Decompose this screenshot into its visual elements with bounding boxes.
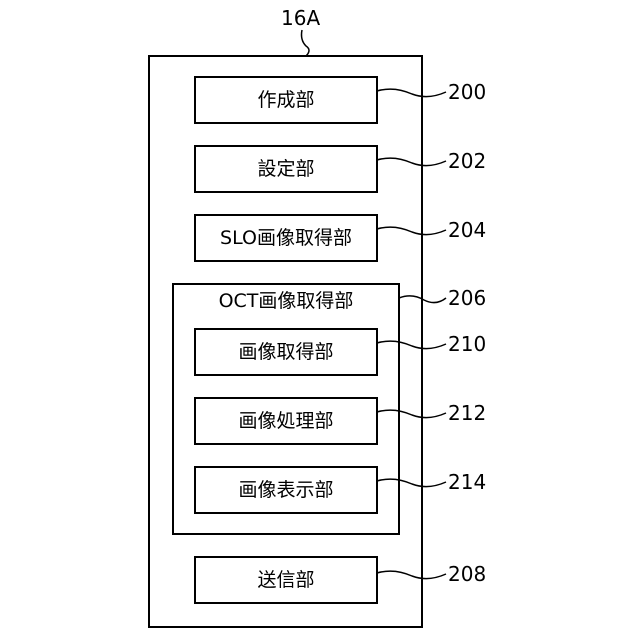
leader-210 xyxy=(377,341,446,348)
leader-204 xyxy=(377,227,446,234)
ref-214: 214 xyxy=(448,470,486,494)
unit-label-setting: 設定部 xyxy=(195,157,377,181)
subunit-label-process: 画像処理部 xyxy=(195,409,377,433)
leader-208 xyxy=(377,571,446,578)
leader-200 xyxy=(377,89,446,96)
ref-204: 204 xyxy=(448,218,486,242)
ref-200: 200 xyxy=(448,80,486,104)
ref-202: 202 xyxy=(448,149,486,173)
unit-label-slo: SLO画像取得部 xyxy=(195,226,377,250)
subunit-label-display: 画像表示部 xyxy=(195,478,377,502)
leader-212 xyxy=(377,410,446,417)
ref-206: 206 xyxy=(448,286,486,310)
leader-214 xyxy=(377,479,446,486)
unit-label-oct: OCT画像取得部 xyxy=(173,289,399,313)
unit-label-creation: 作成部 xyxy=(195,88,377,112)
subunit-label-acquire: 画像取得部 xyxy=(195,340,377,364)
unit-label-transmit: 送信部 xyxy=(195,568,377,592)
device-label: 16A xyxy=(281,6,320,30)
device-leader-line xyxy=(302,30,310,56)
ref-212: 212 xyxy=(448,401,486,425)
ref-210: 210 xyxy=(448,332,486,356)
ref-208: 208 xyxy=(448,562,486,586)
leader-202 xyxy=(377,158,446,165)
